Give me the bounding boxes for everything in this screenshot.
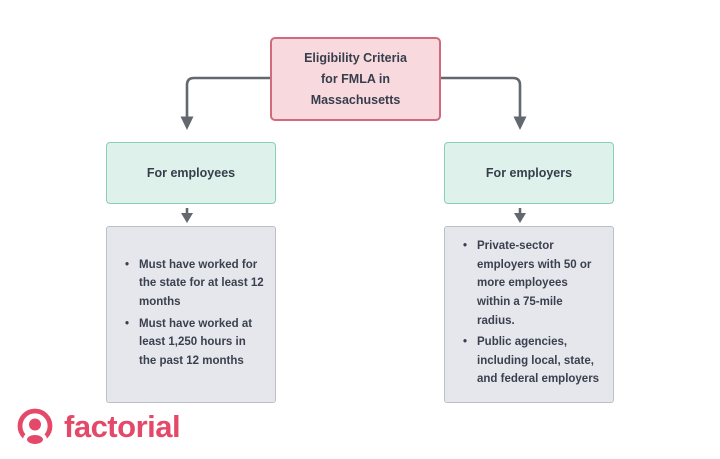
arrow-root-to-employees — [180, 76, 270, 130]
root-title-line-2: for FMLA in — [321, 72, 390, 86]
list-item: Must have worked for the state for at le… — [124, 256, 265, 312]
list-item: Must have worked at least 1,250 hours in… — [124, 315, 265, 371]
root-title-line-3: Massachusetts — [310, 93, 401, 107]
employees-bullet-list: Must have worked for the state for at le… — [124, 256, 265, 374]
list-item: Public agencies, including local, state,… — [462, 333, 603, 389]
employers-bullet-list: Private-sector employers with 50 or more… — [462, 237, 603, 392]
branch-node-employees: For employees — [106, 142, 276, 204]
branch-node-employers: For employers — [444, 142, 614, 204]
root-title-line-1: Eligibility Criteria — [304, 51, 407, 65]
factorial-logo: factorial — [14, 406, 181, 448]
list-item: Private-sector employers with 50 or more… — [462, 237, 603, 330]
person-in-circle-icon — [17, 408, 53, 448]
detail-node-employees: Must have worked for the state for at le… — [106, 226, 276, 403]
branch-label-employers: For employers — [485, 166, 573, 180]
arrow-root-to-employers — [441, 76, 527, 130]
arrow-employers-to-details — [514, 208, 526, 223]
logo-wordmark: factorial — [64, 409, 181, 444]
root-node-eligibility-criteria: Eligibility Criteria for FMLA in Massach… — [270, 37, 441, 121]
detail-node-employers: Private-sector employers with 50 or more… — [444, 226, 614, 403]
branch-label-employees: For employees — [146, 166, 236, 180]
arrow-employees-to-details — [181, 208, 193, 223]
